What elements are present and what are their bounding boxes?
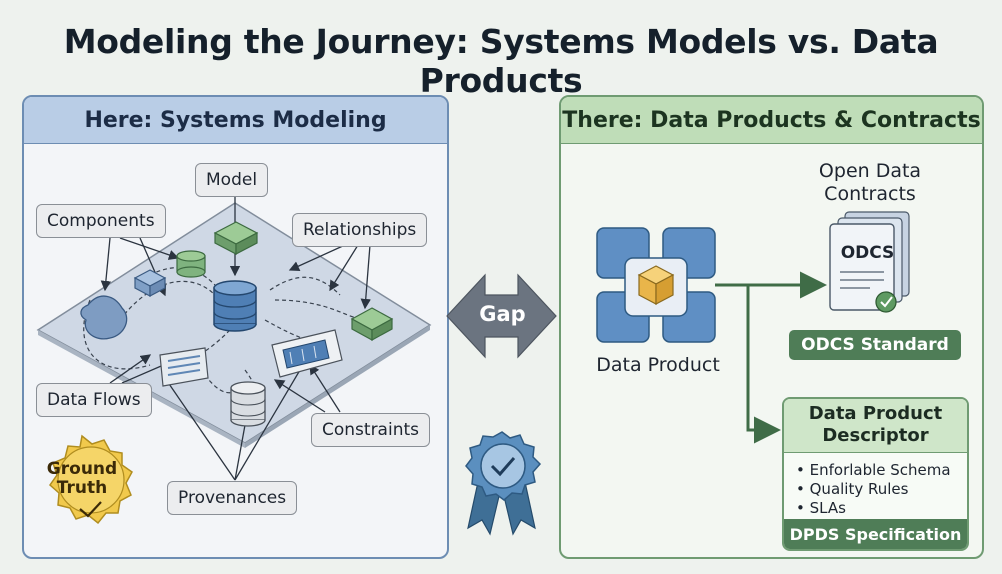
relationships-label: Relationships: [292, 213, 428, 247]
gap-label: Gap: [479, 302, 526, 326]
dpd-header-line1: Data Product: [808, 403, 943, 424]
odcs-standard-bar: ODCS Standard: [789, 330, 961, 360]
leader-lines: [100, 197, 371, 481]
data-flows-label: Data Flows: [36, 383, 152, 417]
central-database-icon: [213, 280, 257, 332]
constraints-label: Constraints: [311, 413, 430, 447]
components-label: Components: [36, 204, 166, 238]
constraint-table-icon: [271, 329, 343, 378]
ground-truth-line2: Truth: [56, 478, 108, 498]
odc-line2: Contracts: [824, 183, 916, 205]
gap-arrow-icon: [446, 273, 557, 359]
flow-document-icon: [159, 347, 209, 387]
dpd-feature-list: Enforlable Schema Quality Rules SLAs: [796, 461, 967, 518]
data-products-header: There: Data Products & Contracts: [561, 97, 982, 144]
award-ribbon-icon: [465, 431, 542, 536]
green-cylinder-icon: [176, 250, 206, 278]
product-connectors: [715, 271, 827, 444]
dpd-item: Quality Rules: [796, 480, 967, 499]
dpd-item: Enforlable Schema: [796, 461, 967, 480]
ground-truth-line1: Ground: [46, 459, 118, 479]
data-blob-icon: [80, 295, 128, 340]
green-cube-right-icon: [350, 307, 394, 342]
odcs-doc-label: ODCS: [840, 243, 895, 263]
dpd-header: Data Product Descriptor: [784, 399, 967, 453]
blue-cube-icon: [133, 269, 167, 297]
dpds-specification-bar: DPDS Specification: [784, 519, 967, 549]
open-data-contracts-title: Open Data Contracts: [800, 160, 940, 206]
odc-line1: Open Data: [818, 160, 922, 182]
green-cube-top-icon: [213, 221, 259, 255]
odcs-document-icon: [829, 211, 910, 313]
ground-truth-text: Ground Truth: [44, 460, 120, 498]
systems-modeling-header: Here: Systems Modeling: [24, 97, 447, 144]
data-product-descriptor-box: Data Product Descriptor Enforlable Schem…: [782, 397, 969, 551]
data-product-grid-icon: [596, 227, 716, 343]
dpd-item: SLAs: [796, 499, 967, 518]
data-product-label: Data Product: [596, 354, 720, 376]
page-title: Modeling the Journey: Systems Models vs.…: [63, 22, 939, 100]
model-label: Model: [195, 163, 269, 197]
provenances-label: Provenances: [167, 481, 298, 515]
ground-truth-badge-icon: [49, 434, 133, 525]
gray-cylinder-icon: [230, 381, 266, 427]
dpd-header-line2: Descriptor: [822, 425, 929, 446]
